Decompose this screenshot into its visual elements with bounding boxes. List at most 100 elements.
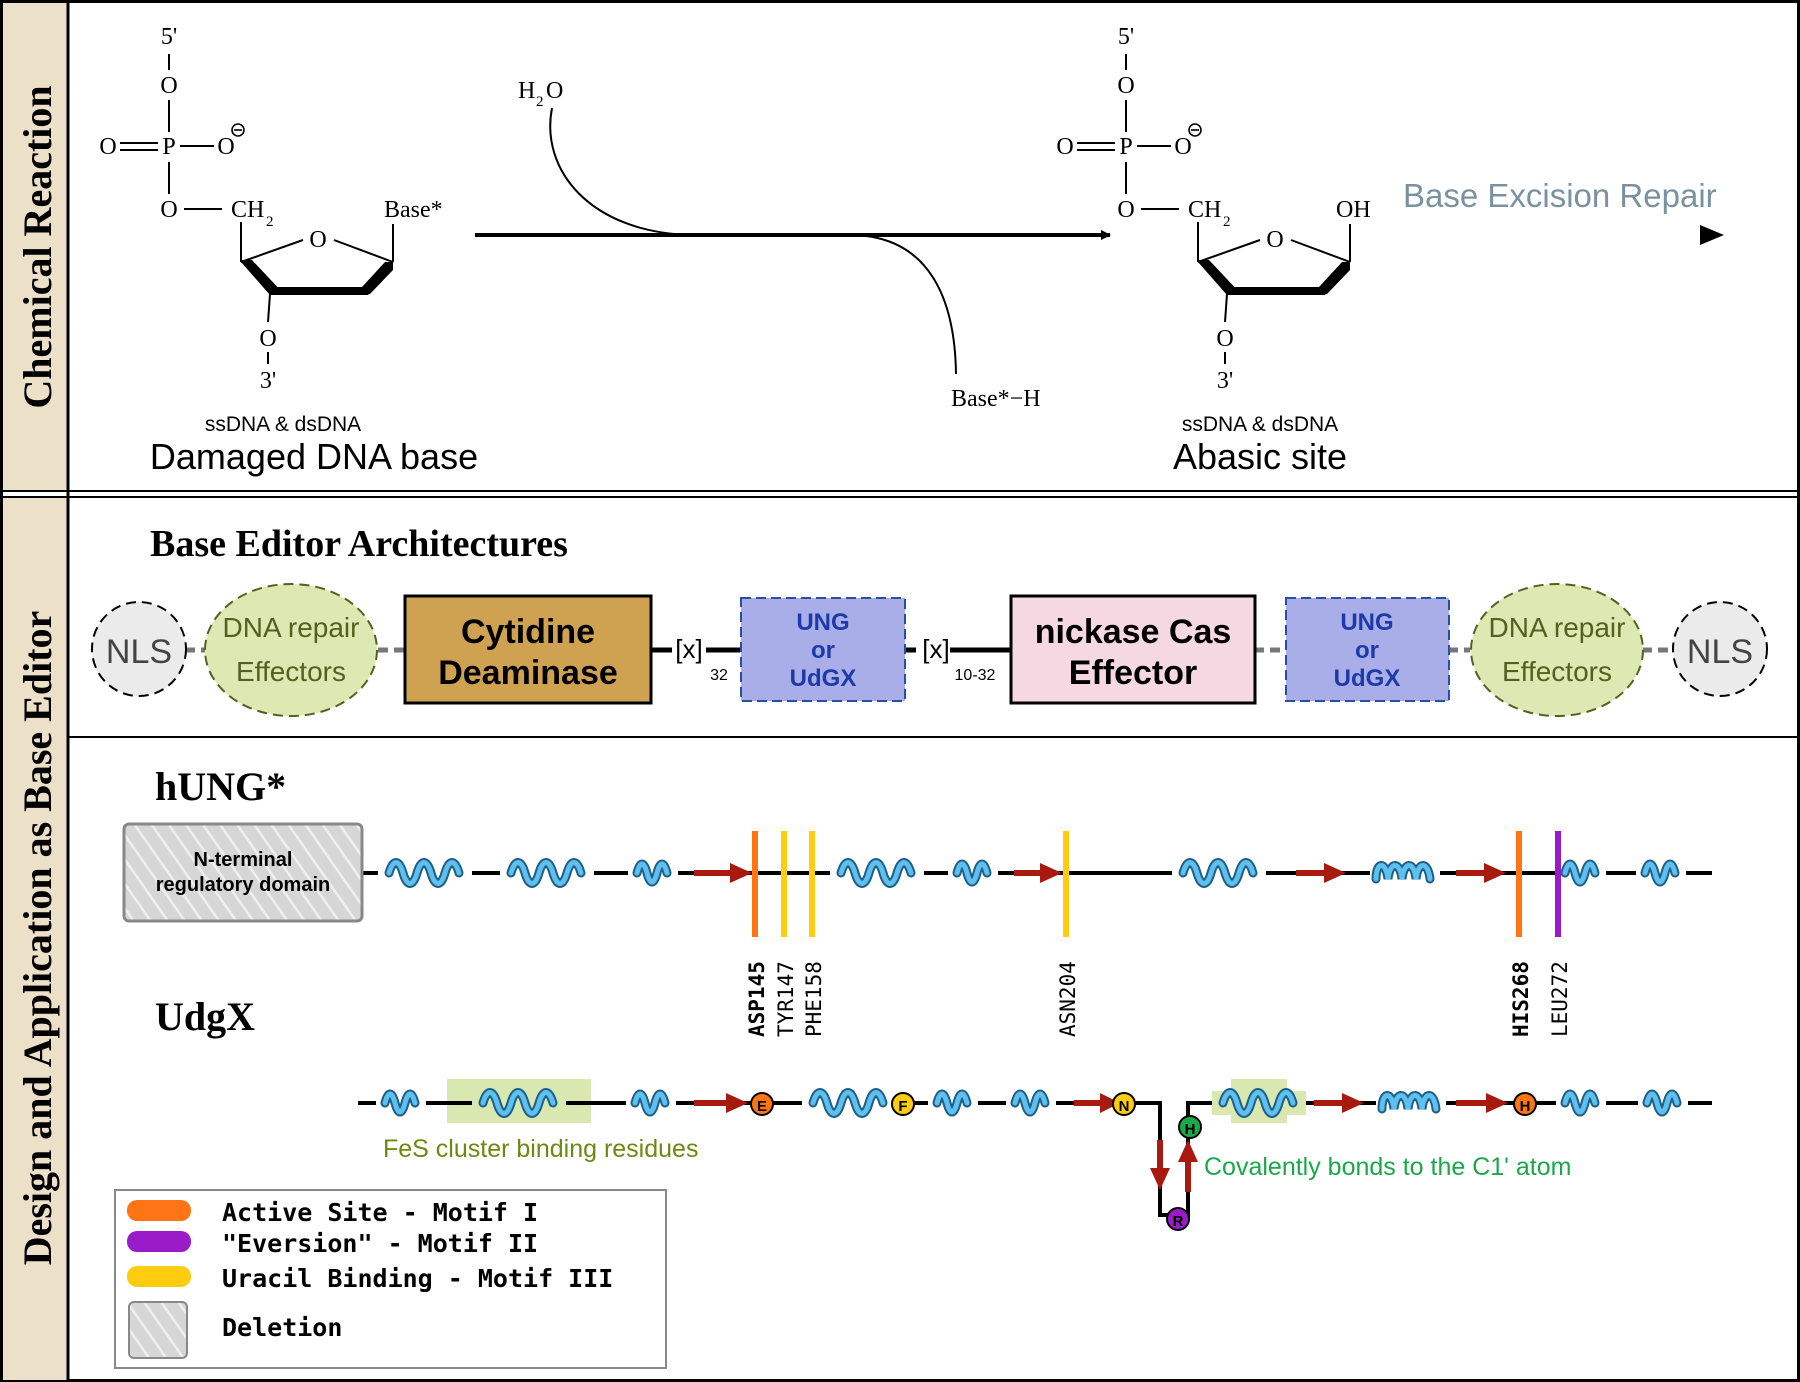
strand-arrow — [726, 1093, 748, 1113]
svg-text:nickase Cas: nickase Cas — [1035, 613, 1232, 651]
udgx-title: UdgX — [155, 994, 255, 1039]
svg-text:3': 3' — [260, 368, 276, 394]
ung-udgx-box-left — [740, 597, 906, 702]
strand-arrow — [1484, 863, 1506, 883]
marker-h-covalent — [1178, 1115, 1202, 1139]
byproduct-curve — [854, 234, 957, 375]
base-star-label: Base* — [384, 197, 443, 223]
residue-phe158: PHE158 — [802, 961, 826, 1037]
svg-text:O: O — [99, 134, 116, 160]
svg-text:P: P — [1119, 134, 1132, 160]
strand-arrow-down — [1150, 1168, 1170, 1190]
linker-2: [x] — [922, 634, 949, 664]
n-terminal-domain — [122, 822, 364, 923]
svg-text:2: 2 — [266, 214, 274, 230]
strand-arrow — [1040, 863, 1062, 883]
residue-asp145: ASP145 — [745, 961, 769, 1037]
svg-text:UNG: UNG — [1340, 609, 1393, 636]
abasic-site-structure: 5' O O P O O CH 2 OH O O 3' — [1056, 24, 1370, 394]
svg-text:10-32: 10-32 — [955, 667, 996, 684]
residue-leu272: LEU272 — [1548, 961, 1572, 1037]
five-prime-left: 5' — [161, 24, 177, 50]
legend-swatch-active — [127, 1200, 191, 1221]
residue-asn204: ASN204 — [1056, 961, 1080, 1037]
marker-n — [1112, 1092, 1136, 1116]
svg-text:O: O — [259, 326, 276, 352]
water-label: H 2 O — [518, 78, 563, 110]
svg-text:F: F — [898, 1098, 907, 1115]
svg-text:E: E — [757, 1098, 767, 1115]
strand-arrow-up — [1178, 1140, 1198, 1162]
svg-text:Cytidine: Cytidine — [461, 613, 595, 651]
svg-text:5': 5' — [1118, 24, 1134, 50]
svg-text:O: O — [1266, 227, 1283, 253]
svg-text:O: O — [309, 227, 326, 253]
damaged-base-structure: 5' O O P O O CH 2 Base* O O 3' — [99, 24, 442, 394]
damaged-dna-base-label: Damaged DNA base — [150, 436, 478, 477]
nls-right — [1672, 601, 1768, 697]
legend-swatch-deletion — [128, 1301, 188, 1359]
legend: Active Site - Motif I "Eversion" - Motif… — [114, 1189, 667, 1369]
fes-cluster-label: FeS cluster binding residues — [383, 1135, 698, 1163]
legend-swatch-uracil — [127, 1266, 191, 1287]
architecture-diagram: NLS DNA repair Effectors Cytidine Deamin… — [91, 583, 1768, 717]
marker-e — [750, 1092, 774, 1116]
svg-text:DNA repair: DNA repair — [223, 612, 360, 643]
byproduct-label: Base*−H — [951, 386, 1041, 412]
svg-text:O: O — [1216, 326, 1233, 352]
marker-r — [1166, 1207, 1190, 1231]
svg-text:DNA repair: DNA repair — [1489, 612, 1626, 643]
svg-text:Effectors: Effectors — [236, 656, 346, 687]
nls-right-label: NLS — [1687, 633, 1753, 671]
legend-uracil-binding: Uracil Binding - Motif III — [222, 1264, 613, 1293]
svg-text:Effector: Effector — [1069, 654, 1197, 692]
cytidine-deaminase-box — [403, 594, 653, 705]
svg-text:H: H — [518, 78, 535, 104]
architecture-title: Base Editor Architectures — [150, 523, 568, 565]
reaction-label-bg — [1, 1, 69, 492]
legend-eversion: "Eversion" - Motif II — [222, 1229, 538, 1258]
marker-f — [891, 1092, 915, 1116]
svg-text:O: O — [546, 78, 563, 104]
hung-title: hUNG* — [155, 764, 286, 809]
svg-text:Deaminase: Deaminase — [438, 654, 618, 692]
substrate-right: ssDNA & dsDNA — [1182, 413, 1338, 436]
svg-text:UdGX: UdGX — [790, 665, 857, 692]
hung-topology: N-terminal regulatory domain ASP145 TYR1… — [122, 822, 1712, 1037]
strand-arrow — [1100, 1093, 1120, 1113]
dna-repair-effectors-left — [204, 583, 378, 717]
svg-text:R: R — [1173, 1213, 1184, 1230]
svg-text:O: O — [1117, 197, 1134, 223]
residue-his268: HIS268 — [1509, 961, 1533, 1037]
nls-left-label: NLS — [106, 633, 172, 671]
svg-text:N-terminal: N-terminal — [194, 849, 293, 871]
strand-arrow — [1324, 863, 1346, 883]
linker-1: [x] — [675, 634, 702, 664]
svg-text:N: N — [1119, 1098, 1130, 1115]
legend-active-site: Active Site - Motif I — [222, 1198, 538, 1227]
svg-text:H: H — [1520, 1098, 1531, 1115]
abasic-site-label: Abasic site — [1173, 436, 1347, 477]
legend-box — [114, 1189, 667, 1369]
water-curve — [549, 107, 691, 236]
svg-text:O: O — [217, 134, 234, 160]
svg-text:O: O — [1056, 134, 1073, 160]
svg-text:P: P — [162, 134, 175, 160]
svg-text:or: or — [811, 637, 835, 664]
substrate-left: ssDNA & dsDNA — [205, 413, 361, 436]
svg-text:O: O — [160, 73, 177, 99]
chemical-reaction-label: Chemical Reaction — [15, 85, 60, 408]
strand-arrow — [1486, 1093, 1508, 1113]
covalent-bond-label: Covalently bonds to the C1' atom — [1204, 1153, 1571, 1181]
legend-swatch-eversion — [127, 1231, 191, 1252]
svg-text:32: 32 — [710, 667, 728, 684]
svg-text:O: O — [160, 197, 177, 223]
svg-text:UdGX: UdGX — [1334, 665, 1401, 692]
base-excision-repair-label: Base Excision Repair — [1403, 177, 1717, 214]
svg-text:3': 3' — [1217, 368, 1233, 394]
dna-repair-effectors-right — [1470, 583, 1644, 717]
svg-text:O: O — [1174, 134, 1191, 160]
design-application-label: Design and Application as Base Editor — [15, 611, 60, 1266]
strand-arrow — [730, 863, 752, 883]
